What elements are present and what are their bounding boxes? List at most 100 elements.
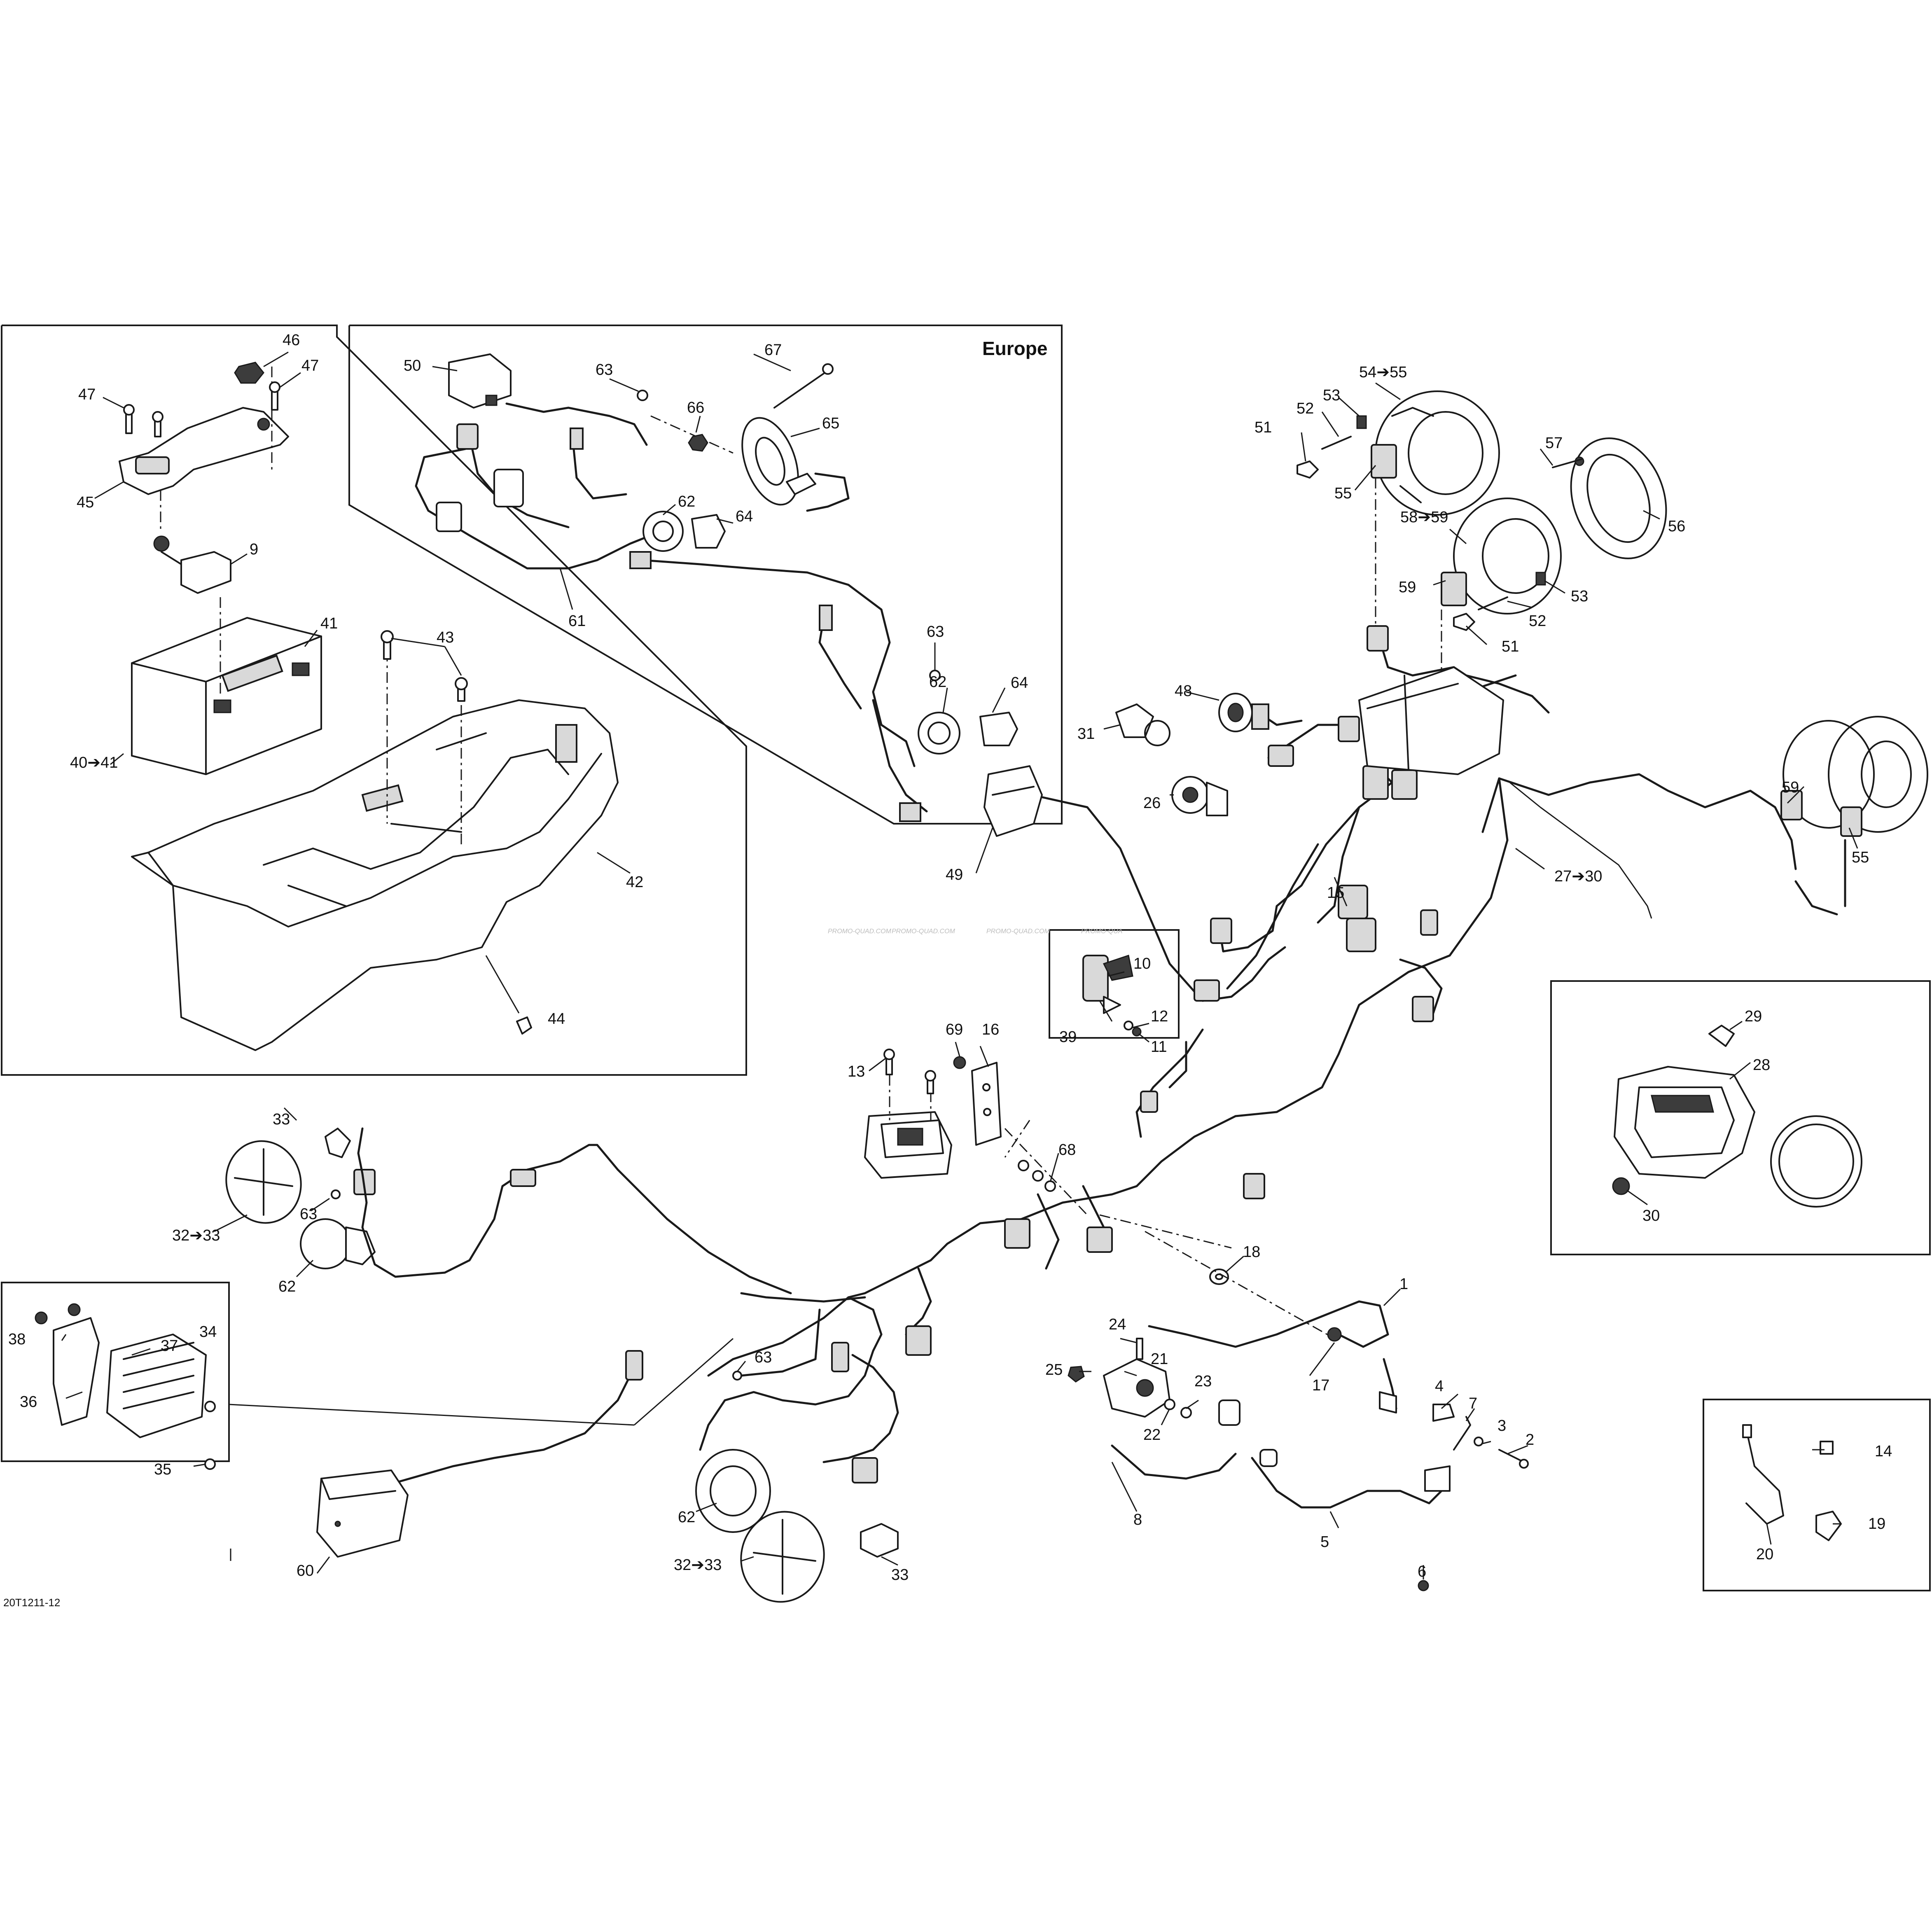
callout-28: 28 bbox=[1753, 1056, 1770, 1074]
callout-16: 16 bbox=[982, 1021, 999, 1038]
lamp-bottom-62-32-33 bbox=[695, 1371, 899, 1603]
callout-33-upper: 33 bbox=[273, 1111, 290, 1128]
callout-31: 31 bbox=[1077, 725, 1095, 743]
callout-56: 56 bbox=[1668, 518, 1685, 535]
callout-47-right: 47 bbox=[301, 357, 319, 374]
callout-62-bottom: 62 bbox=[678, 1509, 695, 1526]
ignition-switch-26 bbox=[1171, 776, 1228, 816]
callout-59-lower: 59 bbox=[1782, 779, 1799, 796]
headlight-54 bbox=[1371, 390, 1500, 626]
cable-end-parts-2-3-4-7 bbox=[1418, 1404, 1529, 1591]
callout-50: 50 bbox=[404, 357, 421, 374]
callout-25: 25 bbox=[1045, 1361, 1063, 1378]
callout-30: 30 bbox=[1642, 1207, 1660, 1224]
callout-46: 46 bbox=[283, 332, 300, 349]
headlight-right-assy bbox=[1780, 716, 1928, 837]
clip-14 bbox=[1820, 1441, 1834, 1455]
gauge-bezel-28 bbox=[1614, 1066, 1755, 1179]
tail-light-60 bbox=[316, 1469, 409, 1558]
callout-14: 14 bbox=[1875, 1443, 1892, 1460]
callout-62-europe-lower: 62 bbox=[929, 673, 946, 691]
callout-10: 10 bbox=[1133, 955, 1151, 972]
callout-42: 42 bbox=[626, 874, 643, 891]
callout-64-lower: 64 bbox=[1011, 674, 1028, 692]
lamp-left-harness bbox=[357, 1127, 899, 1492]
callout-67: 67 bbox=[764, 341, 782, 359]
callout-38: 38 bbox=[8, 1331, 26, 1348]
lamp-left-upper bbox=[225, 1128, 376, 1269]
callout-5: 5 bbox=[1320, 1533, 1329, 1551]
watermark-text: PROMO-QUAD.COM bbox=[986, 928, 1050, 935]
gauge-29-30 bbox=[1509, 782, 1862, 1208]
callout-54-55: 54➔55 bbox=[1359, 364, 1407, 381]
callout-6: 6 bbox=[1418, 1563, 1426, 1580]
battery-cables bbox=[1111, 1300, 1451, 1509]
bolts-47 bbox=[123, 381, 280, 437]
callout-32-33-lower: 32➔33 bbox=[674, 1556, 722, 1574]
callout-labels: 1 2 3 4 5 6 7 8 9 10 11 12 13 14 15 16 1… bbox=[8, 332, 1892, 1584]
cable-end-lug bbox=[1379, 1391, 1397, 1413]
callout-62-europe-upper: 62 bbox=[678, 493, 695, 510]
drawing-code: 20T1211-12 bbox=[3, 1596, 60, 1609]
callout-2: 2 bbox=[1526, 1431, 1534, 1448]
callout-29: 29 bbox=[1745, 1008, 1762, 1025]
voltage-regulator-34 bbox=[35, 1303, 734, 1470]
callout-62-left: 62 bbox=[278, 1278, 296, 1295]
main-wiring-harness-27 bbox=[699, 625, 1846, 1451]
headlight-58 bbox=[1441, 498, 1562, 708]
europe-harness-61 bbox=[415, 402, 928, 822]
headlight-hardware-51-52-53-57 bbox=[1297, 415, 1582, 631]
watermark-text: PROMO-QUAD.COM bbox=[892, 928, 955, 935]
callout-44: 44 bbox=[548, 1010, 565, 1028]
battery bbox=[131, 597, 322, 775]
callout-22: 22 bbox=[1143, 1426, 1161, 1444]
callout-27-30: 27➔30 bbox=[1554, 868, 1602, 885]
connector-detail-parts bbox=[1082, 955, 1142, 1037]
callout-8: 8 bbox=[1133, 1511, 1142, 1528]
switch-49 bbox=[984, 765, 1043, 837]
headlight-mount-56 bbox=[1570, 437, 1667, 559]
callout-49: 49 bbox=[946, 866, 963, 883]
callout-60: 60 bbox=[297, 1562, 314, 1579]
callout-47-left: 47 bbox=[78, 386, 96, 403]
callout-36: 36 bbox=[20, 1393, 37, 1411]
callout-9: 9 bbox=[250, 541, 258, 558]
bracket-16 bbox=[953, 1056, 1002, 1146]
fasteners-detail-frame bbox=[1703, 1399, 1931, 1591]
battery-tray bbox=[131, 651, 619, 1051]
callout-63-europe-upper: 63 bbox=[596, 361, 613, 378]
callout-69: 69 bbox=[946, 1021, 963, 1038]
callout-7: 7 bbox=[1469, 1395, 1477, 1412]
fuse-box-15 bbox=[1346, 666, 1504, 952]
switch-31 bbox=[1115, 703, 1170, 746]
watermark-text: PROMO-QUAD.COM bbox=[828, 928, 891, 935]
callout-63-europe-lower: 63 bbox=[927, 623, 944, 640]
gauge-detail-frame bbox=[1550, 980, 1931, 1255]
callout-17: 17 bbox=[1312, 1377, 1329, 1394]
starter-solenoid-21 bbox=[1068, 1338, 1170, 1418]
callout-59-upper: 59 bbox=[1399, 579, 1416, 596]
callout-15: 15 bbox=[1327, 884, 1344, 902]
callout-63-bottom: 63 bbox=[755, 1349, 772, 1366]
socket-48 bbox=[1218, 693, 1269, 732]
callout-13: 13 bbox=[848, 1063, 865, 1080]
callout-57: 57 bbox=[1545, 435, 1563, 452]
tray-bolts-43 bbox=[381, 630, 468, 702]
callout-34: 34 bbox=[199, 1323, 217, 1341]
europe-frame: Europe bbox=[348, 325, 1063, 825]
callout-43: 43 bbox=[437, 629, 454, 646]
nut-66 bbox=[688, 434, 708, 452]
callout-4: 4 bbox=[1435, 1378, 1444, 1395]
grommet-18 bbox=[1145, 1231, 1335, 1339]
connector-detail-frame bbox=[1049, 929, 1180, 1039]
battery-terminal-cover bbox=[153, 490, 231, 594]
bolt-67 bbox=[773, 363, 834, 409]
nuts-22-23 bbox=[1164, 1399, 1192, 1418]
leader-lines bbox=[61, 351, 1858, 1579]
callout-51-upper: 51 bbox=[1255, 419, 1272, 436]
watermark: PROMO-QUAD.COM PROMO-QUAD.COM PROMO-QUAD… bbox=[828, 928, 1122, 935]
callout-52-lower: 52 bbox=[1529, 612, 1546, 630]
callout-55-upper: 55 bbox=[1334, 485, 1352, 502]
relay-50 bbox=[448, 353, 512, 409]
